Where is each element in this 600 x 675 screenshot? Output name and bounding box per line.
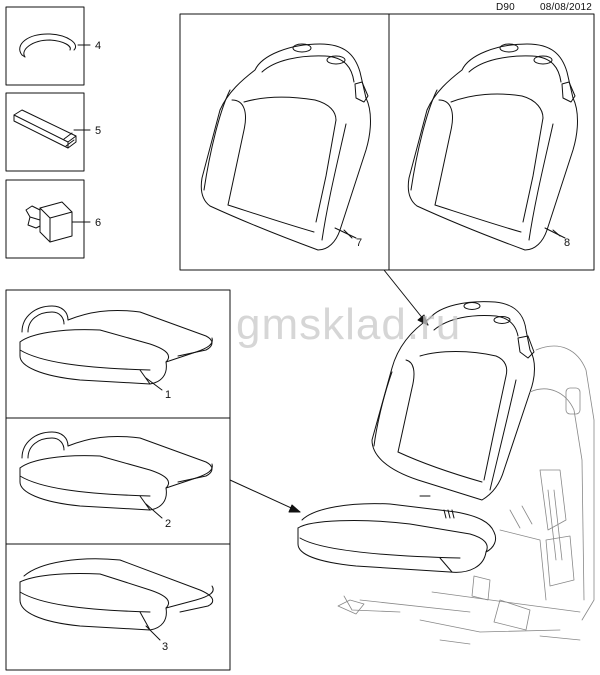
callout-7: 7 — [356, 237, 362, 249]
callout-8: 8 — [564, 237, 570, 249]
part-7-backrest-cover — [200, 43, 371, 251]
callout-5: 5 — [95, 125, 101, 137]
part-8-backrest-cover — [407, 43, 578, 251]
box-backrest-covers — [179, 13, 595, 271]
diagram-date: 08/08/2012 — [540, 2, 593, 13]
box-part-4 — [5, 6, 85, 86]
part-3-seat-cushion — [19, 558, 214, 631]
watermark-text: gmsklad.ru — [236, 300, 462, 349]
callout-1: 1 — [165, 389, 171, 401]
box-part-3 — [5, 543, 231, 671]
part-6-push-clip — [25, 201, 73, 243]
part-4-ring-clip — [19, 33, 76, 58]
arrow-cushion — [229, 479, 301, 513]
callout-2: 2 — [165, 518, 171, 530]
box-part-6 — [5, 179, 85, 259]
arrow-backrest — [383, 269, 429, 326]
callout-3: 3 — [162, 641, 168, 653]
diagram-code: D90 — [496, 2, 515, 13]
assembled-seat — [297, 301, 595, 645]
callout-4: 4 — [95, 40, 101, 52]
part-2-seat-cushion — [19, 431, 213, 511]
box-part-1 — [5, 289, 231, 419]
part-1-seat-cushion — [19, 305, 213, 385]
box-part-5 — [5, 92, 85, 172]
callout-6: 6 — [95, 217, 101, 229]
part-5-trim-strip — [13, 109, 77, 149]
